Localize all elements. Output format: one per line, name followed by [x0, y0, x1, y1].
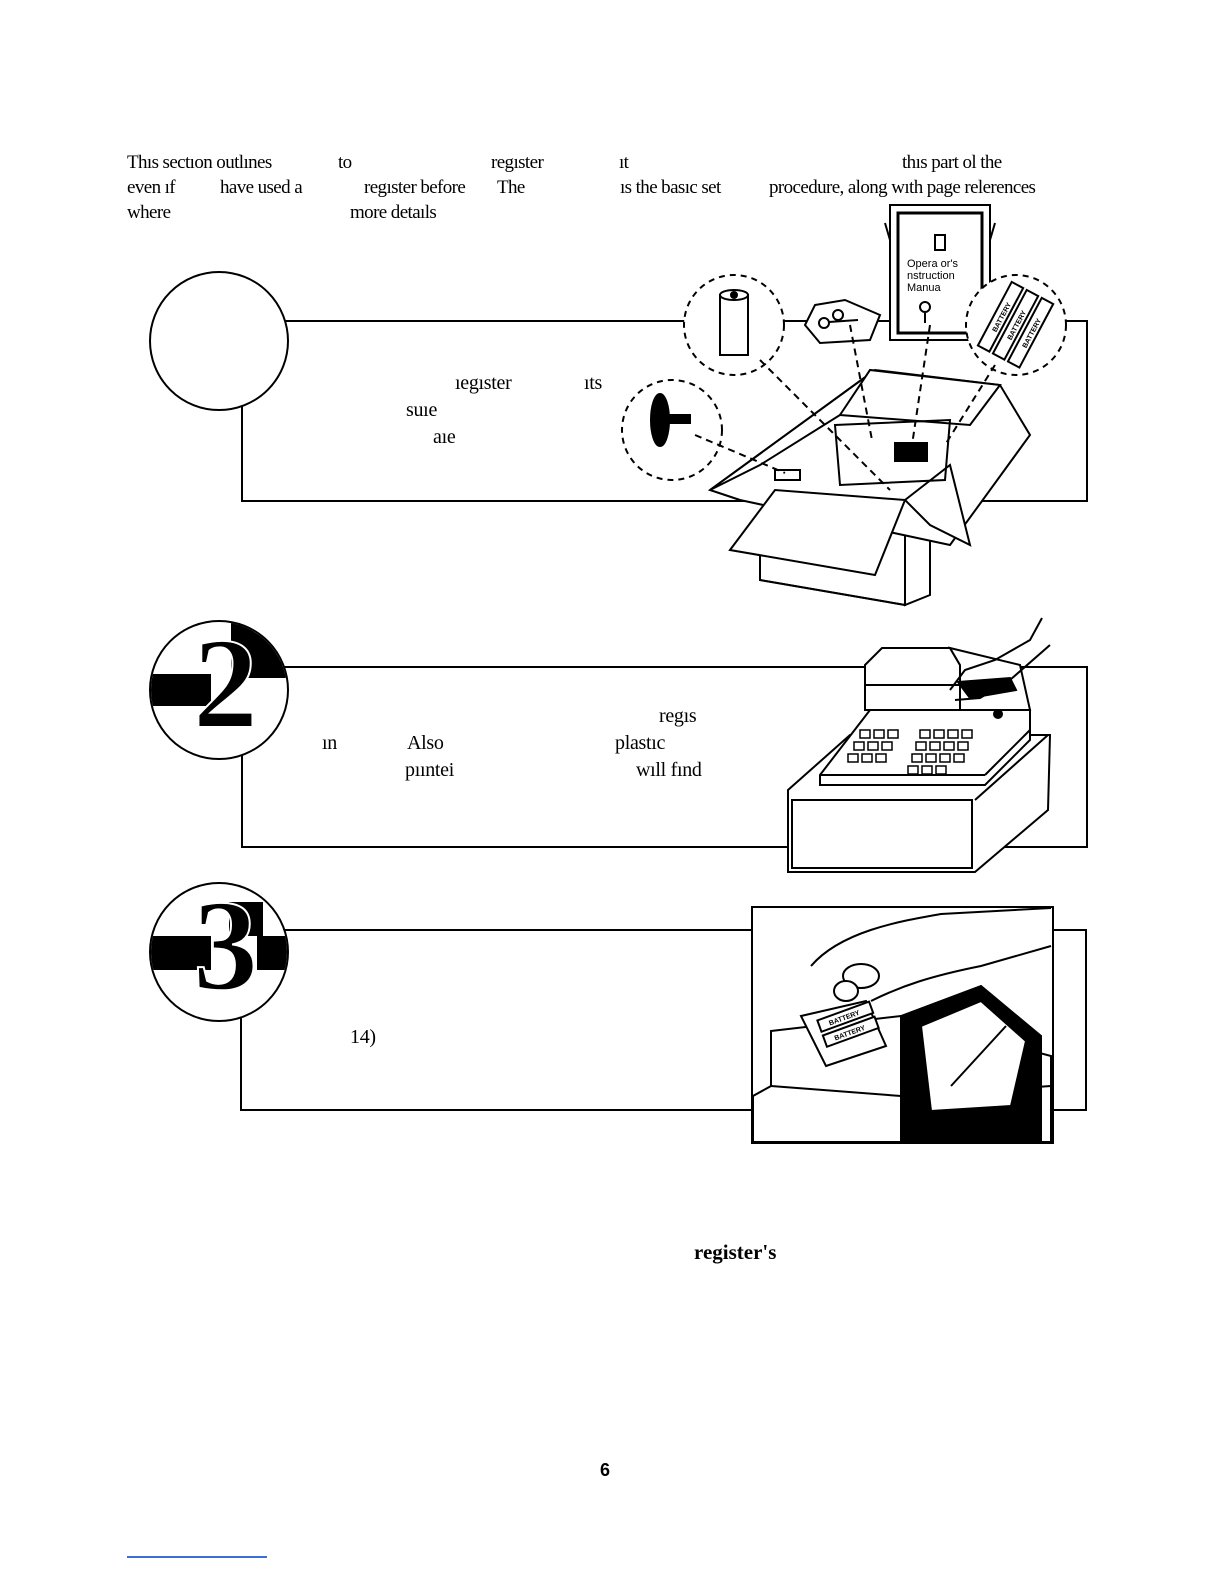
step-2-text: regıs — [659, 705, 697, 727]
step-3-frame — [240, 929, 1087, 1111]
intro-text: regıster before — [364, 177, 466, 198]
cash-register-illustration — [787, 617, 1052, 873]
battery-install-illustration: BATTERY BATTERY — [751, 906, 1054, 1144]
intro-text: to — [338, 152, 352, 173]
intro-text: more detaıls — [350, 202, 437, 223]
step-3-numeral: 3 — [192, 882, 259, 1018]
step-2-text: pııntei — [405, 759, 455, 781]
manual-label: nstruction — [907, 270, 955, 282]
intro-text: The — [497, 177, 525, 198]
manual-label: Opera or's — [907, 258, 959, 270]
intro-text: where — [127, 202, 171, 223]
step-1-text: ıegıster — [455, 372, 512, 394]
intro-text: ıs the basıc set — [620, 177, 721, 198]
section-heading: register's — [694, 1240, 777, 1264]
step-1-text: aıe — [433, 426, 456, 448]
step-2-text: Also — [407, 732, 444, 754]
intro-text: even ıf — [127, 177, 176, 198]
intro-text: ıt — [619, 152, 629, 173]
intro-text: Thıs sectıon outlınes — [127, 152, 272, 173]
step-2-circle: 2 — [149, 620, 289, 760]
intro-text: have used a — [220, 177, 303, 198]
step-2-text: wıll fınd — [636, 759, 702, 781]
step-3-circle: 3 — [149, 882, 289, 1022]
intro-text: regıster — [491, 152, 544, 173]
intro-text: procedure, along wıth page relerences — [769, 177, 1036, 198]
footer-rule — [127, 1556, 267, 1558]
step-1-text: suıe — [406, 399, 438, 421]
step-2-frame — [241, 666, 1088, 848]
intro-text: thıs part ol the — [902, 152, 1002, 173]
step-2-numeral: 2 — [192, 620, 259, 756]
page-number: 6 — [600, 1460, 611, 1480]
step-2-text: plastıc — [615, 732, 666, 754]
step-1-circle — [149, 271, 289, 411]
step-1-text: ıts — [584, 372, 602, 394]
step-3-text: 14) — [350, 1026, 376, 1048]
step-2-text: ın — [322, 732, 337, 754]
step-1-frame — [241, 320, 1088, 502]
unpacking-box-illustration: Opera or's nstruction Manua BATTERY BATT… — [621, 204, 1067, 607]
manual-label: Manua — [907, 282, 942, 294]
